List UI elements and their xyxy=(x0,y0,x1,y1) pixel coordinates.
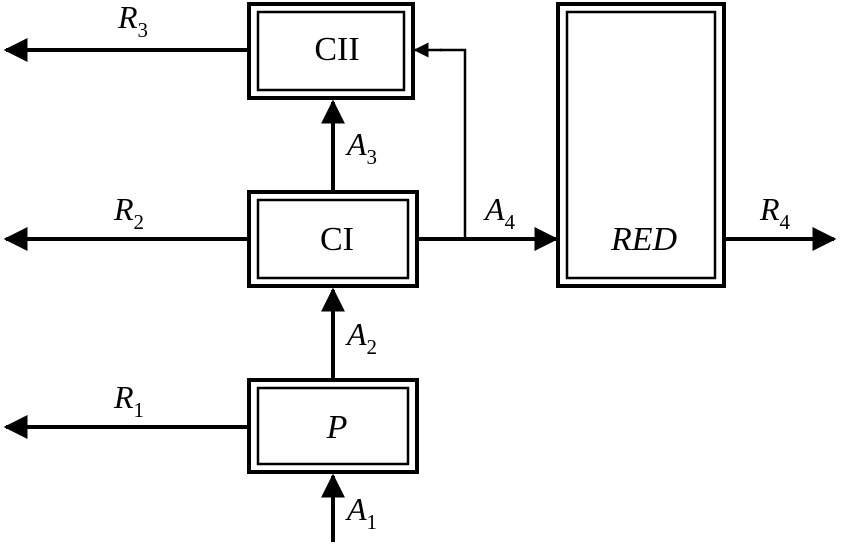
label-r2: R2 xyxy=(113,191,144,234)
label-a4: A4 xyxy=(483,191,516,234)
box-cii-label: CII xyxy=(314,31,359,68)
label-r1: R1 xyxy=(113,379,144,422)
label-r4: R4 xyxy=(759,191,791,234)
box-ci-label: CI xyxy=(320,221,354,258)
box-ci: CI xyxy=(247,190,419,288)
box-p: P xyxy=(247,378,419,474)
label-r3: R3 xyxy=(117,0,148,42)
label-a2: A2 xyxy=(345,316,377,359)
feedback-line xyxy=(440,48,467,239)
box-red-label: RED xyxy=(610,221,678,258)
box-cii: CII xyxy=(247,2,415,100)
label-a1: A1 xyxy=(345,491,377,534)
label-a3: A3 xyxy=(345,126,377,169)
box-p-label: P xyxy=(326,409,348,446)
box-red: RED xyxy=(556,2,726,288)
